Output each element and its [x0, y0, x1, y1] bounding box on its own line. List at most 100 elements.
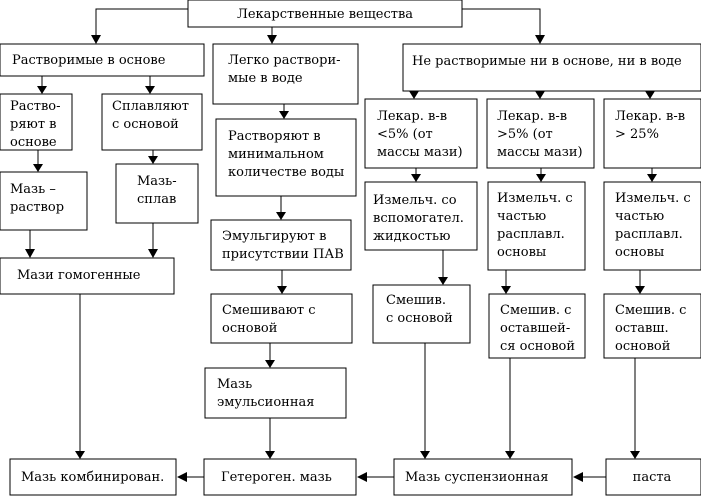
node-fuse-with-base-label: Сплавляют с основой	[112, 99, 189, 132]
label-line: основы	[497, 245, 546, 260]
node-heterogeneous-ointment: Гетероген. мазь	[203, 458, 357, 496]
label-line: эмульсионная	[217, 395, 314, 410]
label-line: Лекар. в-в	[615, 109, 685, 124]
node-mix-remaining-label: Смешив. с оставшей-ся основой	[500, 303, 575, 354]
label-line: Гетероген. мазь	[221, 470, 332, 485]
arrow-head	[411, 174, 421, 182]
label-line: Лекарственные вещества	[237, 7, 413, 22]
label-line: Растворимые в основе	[12, 53, 166, 68]
node-mix-remaining-2: Смешив. с оставш. основой	[603, 293, 701, 359]
label-line: <5% (от	[377, 127, 433, 142]
label-line: жидкостью	[373, 229, 450, 244]
label-line: паста	[633, 470, 672, 485]
label-line: Мази гомогенные	[17, 268, 141, 283]
node-soluble-base: Растворимые в основе	[0, 43, 205, 77]
arrow-head	[505, 451, 515, 459]
node-water-soluble-label: Легко раствори-мые в воде	[228, 53, 341, 86]
label-line: Измельч. со	[373, 193, 457, 208]
arrow-head	[177, 472, 187, 482]
arrow-head	[645, 91, 655, 99]
arrow-head	[501, 286, 511, 294]
node-suspension-ointment: Мазь суспензионная	[393, 458, 573, 496]
label-line: раствор	[10, 200, 64, 215]
arrow-head	[438, 277, 448, 285]
arrow-head	[573, 472, 583, 482]
node-ointment-solution: Мазь –раствор	[0, 171, 88, 231]
label-line: основой	[222, 321, 277, 336]
arrow-head	[91, 35, 101, 44]
arrow-head	[277, 286, 287, 294]
node-fuse-with-base: Сплавляют с основой	[101, 93, 203, 151]
label-line: Измельч. с	[615, 191, 691, 206]
label-line: Смешив. с	[500, 303, 571, 318]
arrow-head	[265, 451, 275, 459]
node-water-soluble: Легко раствори-мые в воде	[212, 43, 359, 105]
arrow-head	[267, 35, 277, 44]
connector-soluble-split	[41, 76, 151, 87]
arrow-head	[25, 249, 35, 258]
arrow-head	[536, 174, 546, 182]
label-line: массы мази)	[497, 145, 583, 160]
node-paste: паста	[605, 458, 701, 496]
label-line: Раство-	[10, 99, 61, 114]
arrow-head	[75, 451, 85, 459]
arrow-head	[265, 360, 275, 368]
arrow-head	[148, 249, 158, 258]
label-line: Смешивают с	[222, 303, 316, 318]
label-line: ряют в	[10, 117, 56, 132]
node-homogeneous-ointments-label: Мази гомогенные	[17, 268, 141, 283]
label-line: оставш.	[615, 321, 669, 336]
label-line: Мазь комбинирован.	[21, 470, 164, 485]
label-line: Не растворимые ни в основе, ни в воде	[412, 54, 682, 69]
connector-grind-to-mix	[442, 250, 641, 287]
node-emulsify-surfactant: Эмульгируют в присутствии ПАВ	[210, 219, 352, 271]
label-line: присутствии ПАВ	[222, 247, 344, 262]
label-line: ся основой	[500, 339, 575, 354]
node-insoluble: Не растворимые ни в основе, ни в воде	[402, 43, 701, 92]
node-mix-remaining-2-label: Смешив. с оставш. основой	[615, 303, 686, 354]
label-line: Легко раствори-	[228, 53, 341, 68]
label-line: оставшей-	[500, 321, 570, 336]
arrow-head	[279, 111, 289, 119]
label-line: Смешив. с	[615, 303, 686, 318]
node-ointment-alloy: Мазь-сплав	[115, 163, 199, 224]
arrow-head	[535, 35, 545, 44]
node-paste-label: паста	[633, 470, 672, 485]
node-mix-with-base: Смешивают с основой	[210, 293, 353, 344]
label-line: мые в воде	[228, 71, 303, 86]
label-line: Сплавляют	[112, 99, 189, 114]
label-line: основой	[615, 339, 670, 354]
label-line: с основой	[112, 117, 179, 132]
node-mix-base-2: Смешив.с основой	[372, 284, 471, 344]
arrow-head	[148, 156, 158, 164]
arrow-head	[420, 451, 430, 459]
arrow-head	[145, 86, 155, 94]
arrow-head	[635, 286, 645, 294]
label-line: массы мази)	[377, 145, 463, 160]
label-line: Эмульгируют в	[222, 229, 326, 244]
node-emulsify-surfactant-label: Эмульгируют в присутствии ПАВ	[222, 229, 344, 262]
label-line: сплав	[137, 192, 176, 207]
arrow-head	[37, 86, 47, 94]
label-line: Смешив.	[386, 293, 446, 308]
node-combined-ointment: Мазь комбинирован.	[9, 458, 177, 496]
connector-pct-to-grind	[415, 168, 653, 175]
arrow-head	[33, 164, 43, 172]
node-insoluble-label: Не растворимые ни в основе, ни в воде	[412, 54, 682, 69]
label-line: расплавл.	[615, 227, 683, 242]
label-line: частью	[615, 209, 664, 224]
